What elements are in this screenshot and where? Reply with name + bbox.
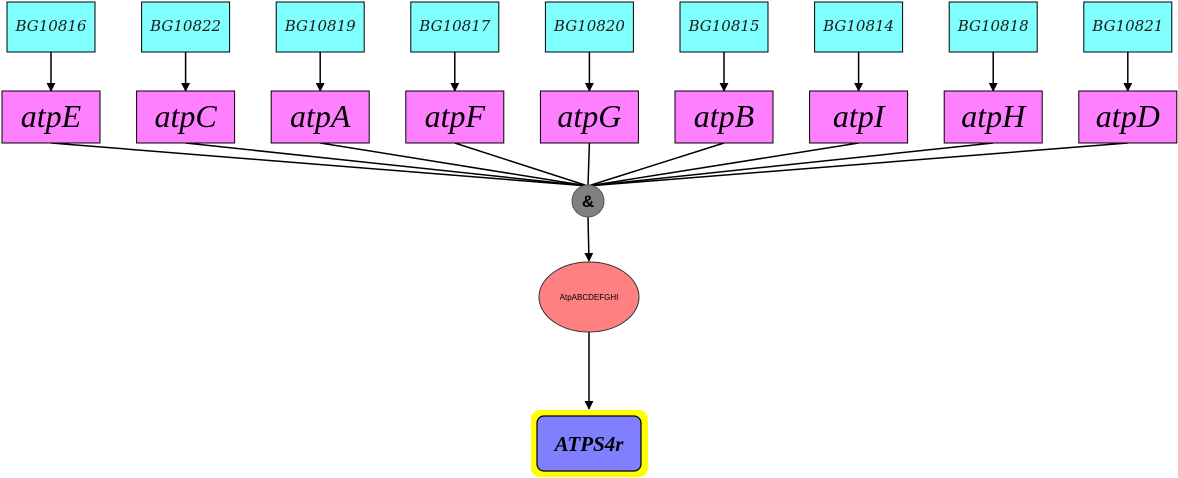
bnumber-node[interactable]: BG10820 — [544, 1, 634, 53]
gene-and-edge — [320, 142, 589, 187]
bnumber-label: BG10817 — [418, 17, 490, 35]
reaction-node[interactable]: ATPS4r — [531, 410, 648, 477]
gene-column: BG10821 atpD — [1078, 1, 1178, 144]
gene-label: atpF — [425, 98, 486, 134]
gene-and-edge — [587, 142, 859, 187]
bnumber-label: BG10816 — [14, 17, 86, 35]
bnumber-node[interactable]: BG10822 — [141, 1, 231, 53]
gene-node[interactable]: atpB — [674, 90, 774, 144]
gene-and-edge — [587, 142, 1128, 187]
bnumber-label: BG10822 — [149, 17, 221, 35]
gene-label: atpB — [694, 98, 754, 134]
gene-node[interactable]: atpH — [943, 90, 1043, 144]
and-node[interactable]: & — [571, 184, 605, 218]
gene-and-edge — [185, 142, 589, 187]
gene-and-edge — [587, 142, 725, 187]
gene-and-edge — [587, 142, 994, 187]
complex-label: AtpABCDEFGHI — [560, 293, 619, 302]
bnumber-node[interactable]: BG10815 — [679, 1, 769, 53]
bnumber-node[interactable]: BG10818 — [948, 1, 1038, 53]
bnumber-node[interactable]: BG10817 — [410, 1, 500, 53]
gene-label: atpE — [21, 98, 82, 134]
bnumber-node[interactable]: BG10816 — [6, 1, 96, 53]
gene-and-edge — [587, 142, 591, 187]
gene-label: atpI — [833, 98, 886, 134]
gene-column: BG10818 atpH — [943, 1, 1043, 144]
gene-column: BG10822 atpC — [136, 1, 236, 144]
gene-column: BG10817 atpF — [405, 1, 505, 144]
gene-node[interactable]: atpA — [270, 90, 370, 144]
bnumber-label: BG10815 — [687, 17, 759, 35]
gene-node[interactable]: atpF — [405, 90, 505, 144]
bnumber-node[interactable]: BG10814 — [814, 1, 904, 53]
gene-label: atpG — [557, 98, 621, 134]
gene-columns: BG10816 atpE BG10822 atpC BG10819 atpA BG10817… — [1, 1, 1178, 144]
gene-label: atpC — [154, 98, 217, 134]
and-complex-arrow — [584, 216, 594, 262]
reaction-label: ATPS4r — [553, 432, 625, 456]
gene-node[interactable]: atpC — [136, 90, 236, 144]
complex-node[interactable]: AtpABCDEFGHI — [538, 261, 640, 333]
gene-node[interactable]: atpE — [1, 90, 101, 144]
gene-column: BG10820 atpG — [539, 1, 639, 144]
bnumber-label: BG10819 — [284, 17, 356, 35]
bnumber-label: BG10820 — [553, 17, 625, 35]
and-label: & — [582, 192, 594, 211]
gene-column: BG10815 atpB — [674, 1, 774, 144]
gene-label: atpD — [1096, 98, 1160, 134]
gene-node[interactable]: atpI — [809, 90, 909, 144]
gene-and-edge — [454, 142, 589, 187]
bnumber-label: BG10814 — [822, 17, 894, 35]
edges-layer — [46, 52, 1133, 410]
gene-label: atpH — [961, 98, 1027, 134]
bnumber-node[interactable]: BG10819 — [275, 1, 365, 53]
gene-column: BG10819 atpA — [270, 1, 370, 144]
gene-node[interactable]: atpD — [1078, 90, 1178, 144]
gene-label: atpA — [290, 98, 351, 134]
gene-node[interactable]: atpG — [539, 90, 639, 144]
bnumber-label: BG10818 — [957, 17, 1029, 35]
bnumber-node[interactable]: BG10821 — [1083, 1, 1173, 53]
gene-column: BG10814 atpI — [809, 1, 909, 144]
gene-column: BG10816 atpE — [1, 1, 101, 144]
bnumber-label: BG10821 — [1091, 17, 1163, 35]
gene-and-edge — [50, 142, 589, 187]
